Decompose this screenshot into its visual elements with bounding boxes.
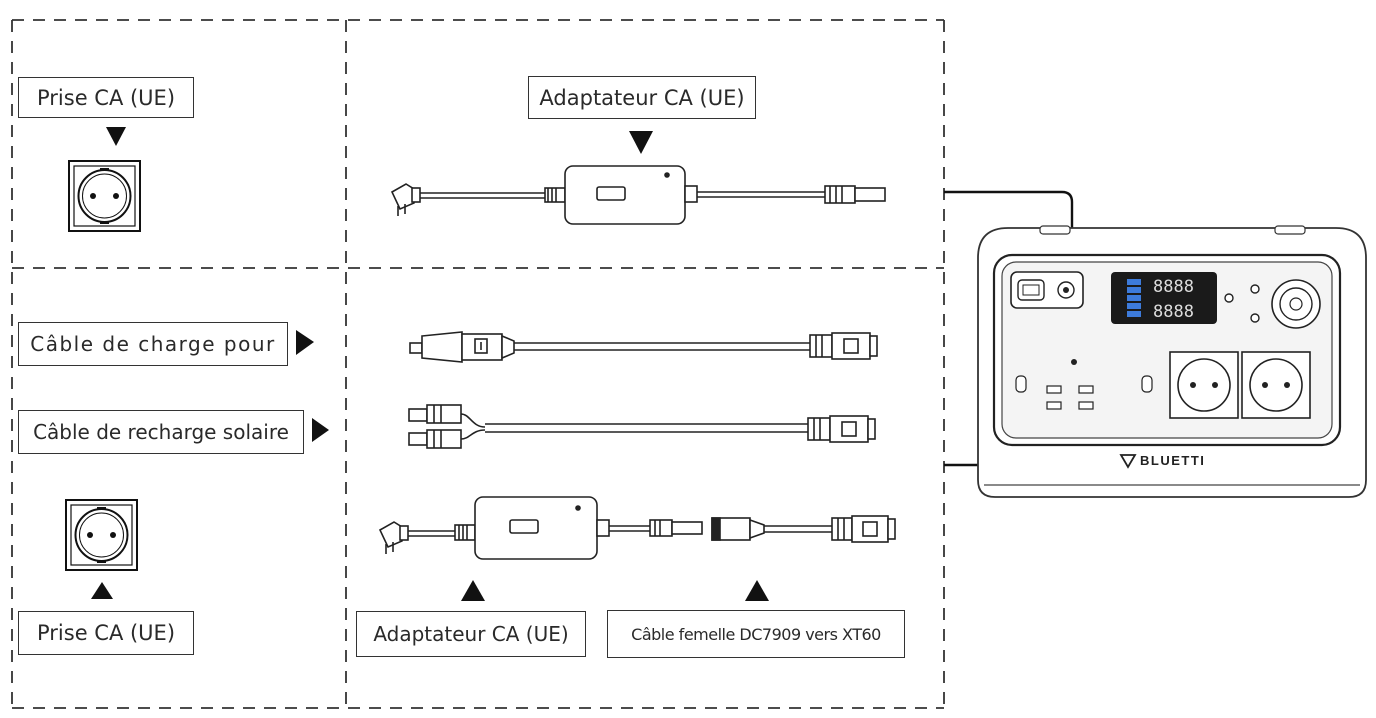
cable-femelle-label: Câble femelle DC7909 vers XT60: [607, 610, 905, 658]
car-charging-cable-illustration: [409, 331, 878, 363]
arrow-right-icon: [296, 330, 314, 355]
display-readout-bottom: 8888: [1153, 302, 1194, 322]
dc7909-xt60-cable-illustration: [711, 515, 896, 543]
arrow-down-icon: [106, 127, 126, 146]
eu-socket-icon: [68, 160, 141, 232]
arrow-right-icon: [312, 418, 329, 442]
ac-adapter-illustration: [390, 165, 886, 225]
cable-charge-label: Câble de charge pour: [18, 322, 288, 366]
arrow-up-icon: [745, 580, 769, 601]
eu-socket-icon: [65, 499, 138, 571]
bluetti-logo-icon: [1119, 454, 1137, 469]
prise-ca-top-label: Prise CA (UE): [18, 77, 194, 118]
arrow-up-icon: [91, 582, 113, 599]
adaptateur-ca-bottom-label: Adaptateur CA (UE): [356, 611, 586, 657]
solar-charging-cable-illustration: [408, 404, 876, 449]
dashed-frame: [11, 19, 945, 709]
bluetti-logo-text: BLUETTI: [1140, 453, 1205, 468]
prise-ca-bottom-label: Prise CA (UE): [18, 611, 194, 655]
display-readout-top: 8888: [1153, 277, 1194, 297]
arrow-up-icon: [461, 580, 485, 601]
ac-adapter-illustration: [378, 496, 703, 560]
arrow-down-icon: [629, 131, 653, 154]
cable-recharge-solaire-label: Câble de recharge solaire: [18, 410, 304, 454]
adaptateur-ca-top-label: Adaptateur CA (UE): [528, 76, 756, 119]
power-station-illustration: 8888 8888 BLUETTI: [977, 225, 1367, 498]
